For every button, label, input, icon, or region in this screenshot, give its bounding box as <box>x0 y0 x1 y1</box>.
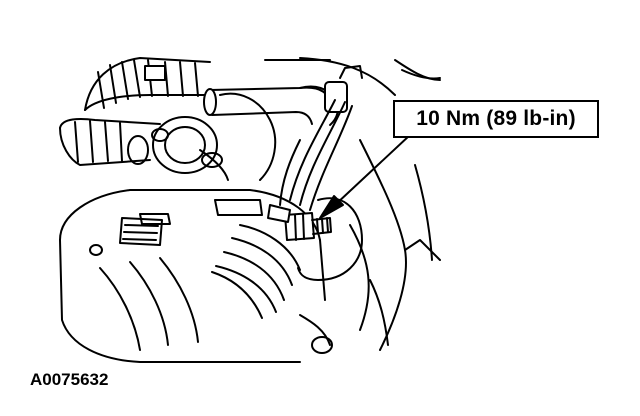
cooling-fins <box>99 224 301 351</box>
corrugated-hose <box>59 57 216 166</box>
torque-callout: 10 Nm (89 lb-in) <box>393 100 599 138</box>
lower-bracket <box>89 244 389 354</box>
terminal-nut <box>267 204 332 241</box>
wiring-harness <box>279 99 353 211</box>
detail-circle <box>297 197 363 281</box>
pulley-assembly <box>151 92 277 181</box>
figure-id: A0075632 <box>30 370 109 389</box>
engine-block-outline <box>264 57 441 351</box>
callout-leader <box>319 134 411 219</box>
torque-spec-label: 10 Nm (89 lb-in) <box>416 107 576 130</box>
